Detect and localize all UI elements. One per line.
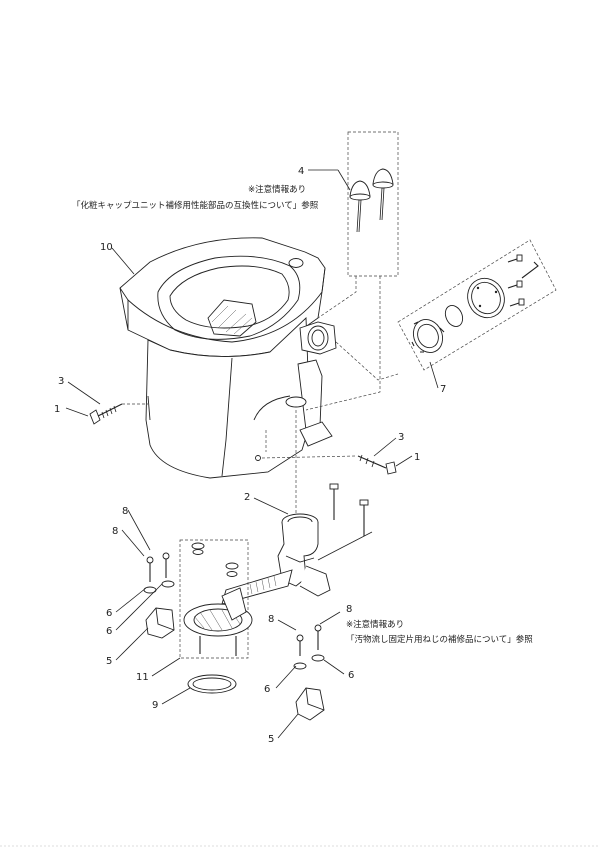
top-note-line2: 「化粧キャップユニット補修用性能部品の互換性について」参照 (72, 200, 319, 211)
toilet-bowl (119, 237, 337, 479)
callout-8-d: 8 (346, 604, 352, 615)
callout-3-left: 3 (58, 376, 64, 387)
seal-kit-group (335, 239, 557, 381)
callout-5-right: 5 (268, 734, 274, 745)
fixing-screw-left (89, 403, 148, 425)
bottom-note-line1: ※注意情報あり (346, 619, 404, 630)
callout-11: 11 (136, 672, 149, 683)
callout-6-a: 6 (106, 608, 112, 619)
bottom-note-line2: 「汚物流し固定片用ねじの補修品について」参照 (346, 634, 533, 645)
callout-1-right: 1 (414, 452, 420, 463)
callout-7: 7 (440, 384, 446, 395)
callout-6-d: 6 (348, 670, 354, 681)
callout-10: 10 (100, 242, 113, 253)
callout-2: 2 (244, 492, 250, 503)
callout-8-b: 8 (112, 526, 118, 537)
callout-8-a: 8 (122, 506, 128, 517)
cap-group (305, 131, 399, 411)
callout-9: 9 (152, 700, 158, 711)
callout-5-left: 5 (106, 656, 112, 667)
callout-4: 4 (298, 166, 304, 177)
callout-labels: 10 4 3 1 3 1 7 2 8 8 6 6 5 11 9 8 8 6 6 … (54, 166, 446, 745)
leader-lines (65, 169, 439, 739)
callout-8-c: 8 (268, 614, 274, 625)
left-fastener-set (143, 552, 175, 639)
gasket-ring (187, 674, 237, 694)
callout-6-c: 6 (264, 684, 270, 695)
callout-3-right: 3 (398, 432, 404, 443)
fixing-screw-right (261, 454, 397, 475)
callout-1-left: 1 (54, 404, 60, 415)
callout-6-b: 6 (106, 626, 112, 637)
floor-flange-group (179, 539, 253, 659)
top-note-line1: ※注意情報あり (248, 184, 306, 195)
notes: ※注意情報あり 「化粧キャップユニット補修用性能部品の互換性について」参照 ※注… (72, 184, 533, 645)
right-fastener-set (293, 624, 325, 721)
